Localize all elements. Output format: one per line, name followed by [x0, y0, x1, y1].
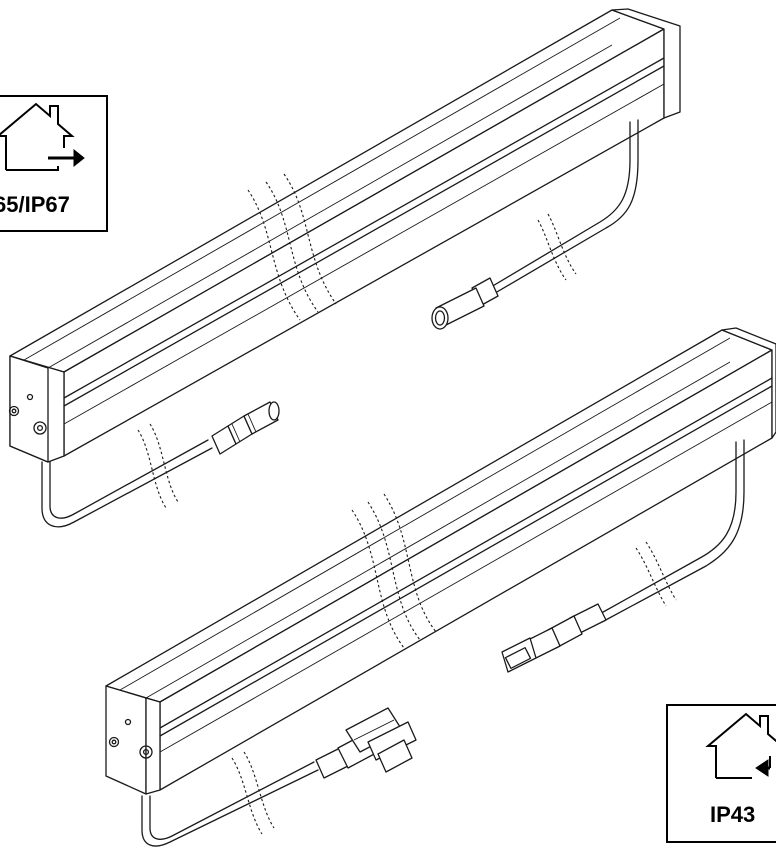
house-arrow-in-icon: [705, 712, 776, 779]
badge-outdoor: 65/IP67: [0, 95, 108, 232]
end-cap-screws-bottom: [108, 718, 153, 759]
end-cap-screws-top: [8, 393, 47, 435]
badge-indoor: IP43: [666, 704, 776, 843]
bottom-rear-connector: [501, 603, 607, 673]
bottom-led-bar: [105, 327, 776, 847]
top-rear-connector: [431, 277, 499, 330]
badge-indoor-text: IP43: [710, 802, 755, 827]
top-led-bar: [8, 8, 681, 528]
top-front-connector: [211, 401, 280, 455]
house-arrow-out-icon: [0, 102, 85, 171]
bottom-front-connector: [315, 707, 417, 779]
badge-outdoor-text: 65/IP67: [0, 192, 70, 217]
